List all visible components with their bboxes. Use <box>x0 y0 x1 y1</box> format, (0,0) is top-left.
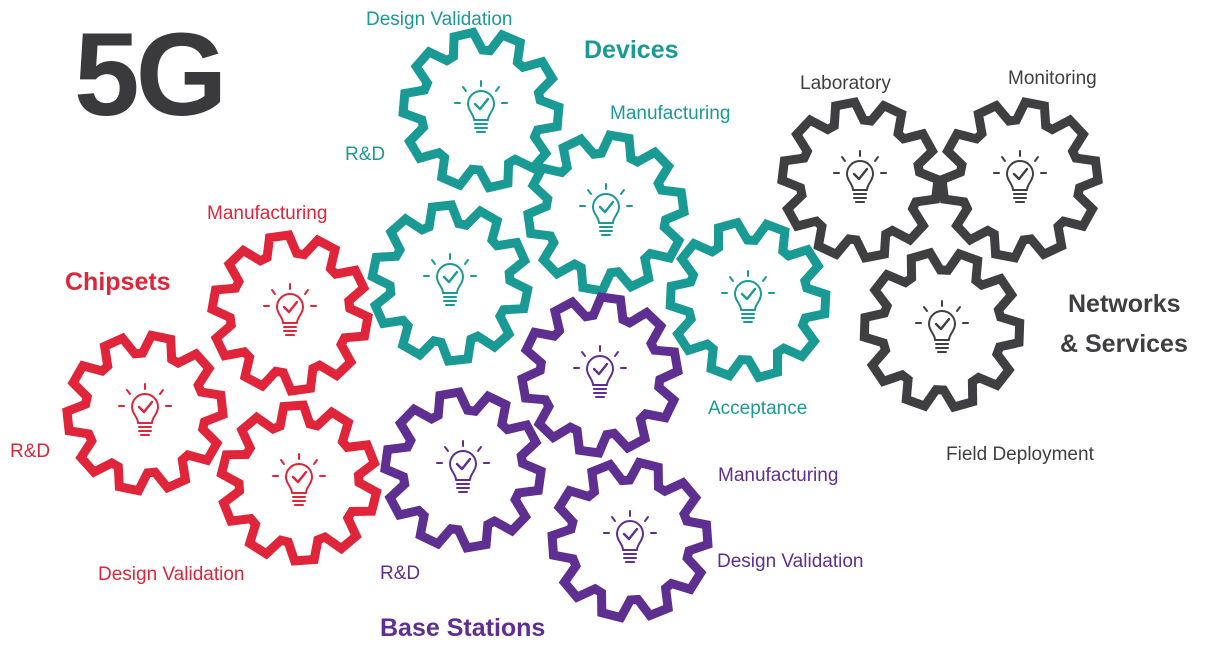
chipsets-design-validation-label: Design Validation <box>98 564 245 585</box>
chipsets-gear-rnd <box>62 330 228 496</box>
chipsets-gear-manufacturing <box>207 230 373 396</box>
lightbulb-check-icon <box>435 439 491 494</box>
base-stations-manufacturing-label: Manufacturing <box>718 465 839 486</box>
lightbulb-check-icon <box>271 452 327 507</box>
chipsets-gear-design-validation <box>216 400 382 566</box>
lightbulb-check-icon <box>422 252 478 307</box>
gear-icon <box>398 27 564 193</box>
diagram-title: 5G <box>74 9 227 141</box>
base-stations-rnd-label: R&D <box>380 563 421 584</box>
gear-icon <box>62 330 228 496</box>
networks-laboratory-label: Laboratory <box>800 73 891 94</box>
gear-icon <box>547 457 713 623</box>
devices-design-validation-label: Design Validation <box>366 9 513 30</box>
base-stations-gear-rnd <box>380 387 546 553</box>
devices-gear-manufacturing <box>523 130 689 296</box>
networks-field-deployment-label: Field Deployment <box>946 444 1094 465</box>
networks-gear-laboratory <box>777 97 943 263</box>
devices-gear-design-validation <box>398 27 564 193</box>
devices-group-title: Devices <box>584 36 679 64</box>
gear-icon <box>665 217 831 383</box>
gear-icon <box>207 230 373 396</box>
base-stations-design-validation-label: Design Validation <box>717 551 864 572</box>
gear-icon <box>523 130 689 296</box>
lightbulb-check-icon <box>453 79 509 134</box>
lightbulb-check-icon <box>720 269 776 324</box>
chipsets-group-title: Chipsets <box>65 268 171 296</box>
lightbulb-check-icon <box>992 149 1048 204</box>
gear-icon <box>859 247 1025 413</box>
networks-monitoring-label: Monitoring <box>1008 68 1097 89</box>
devices-gear-rnd <box>367 200 533 366</box>
devices-gear-acceptance <box>665 217 831 383</box>
lightbulb-check-icon <box>602 509 658 564</box>
lightbulb-check-icon <box>572 344 628 399</box>
networks-group-title-line1: Networks <box>1068 290 1181 318</box>
gear-icon <box>777 97 943 263</box>
lightbulb-check-icon <box>578 182 634 237</box>
devices-manufacturing-label: Manufacturing <box>610 103 731 124</box>
networks-gear-monitoring <box>937 97 1103 263</box>
networks-group-title-line2: & Services <box>1060 330 1188 358</box>
lightbulb-check-icon <box>914 299 970 354</box>
gear-icon <box>216 400 382 566</box>
lightbulb-check-icon <box>262 282 318 337</box>
base-stations-group-title: Base Stations <box>380 614 546 642</box>
gear-icon <box>517 292 683 458</box>
gear-icon <box>937 97 1103 263</box>
devices-rnd-label: R&D <box>345 144 386 165</box>
base-stations-gear-design-validation <box>547 457 713 623</box>
gear-icon <box>380 387 546 553</box>
base-stations-gear-manufacturing <box>517 292 683 458</box>
chipsets-rnd-label: R&D <box>10 441 51 462</box>
lightbulb-check-icon <box>117 382 173 437</box>
chipsets-manufacturing-label: Manufacturing <box>207 203 328 224</box>
networks-gear-field-deployment <box>859 247 1025 413</box>
devices-acceptance-label: Acceptance <box>708 398 808 419</box>
gear-icon <box>367 200 533 366</box>
lightbulb-check-icon <box>832 149 888 204</box>
